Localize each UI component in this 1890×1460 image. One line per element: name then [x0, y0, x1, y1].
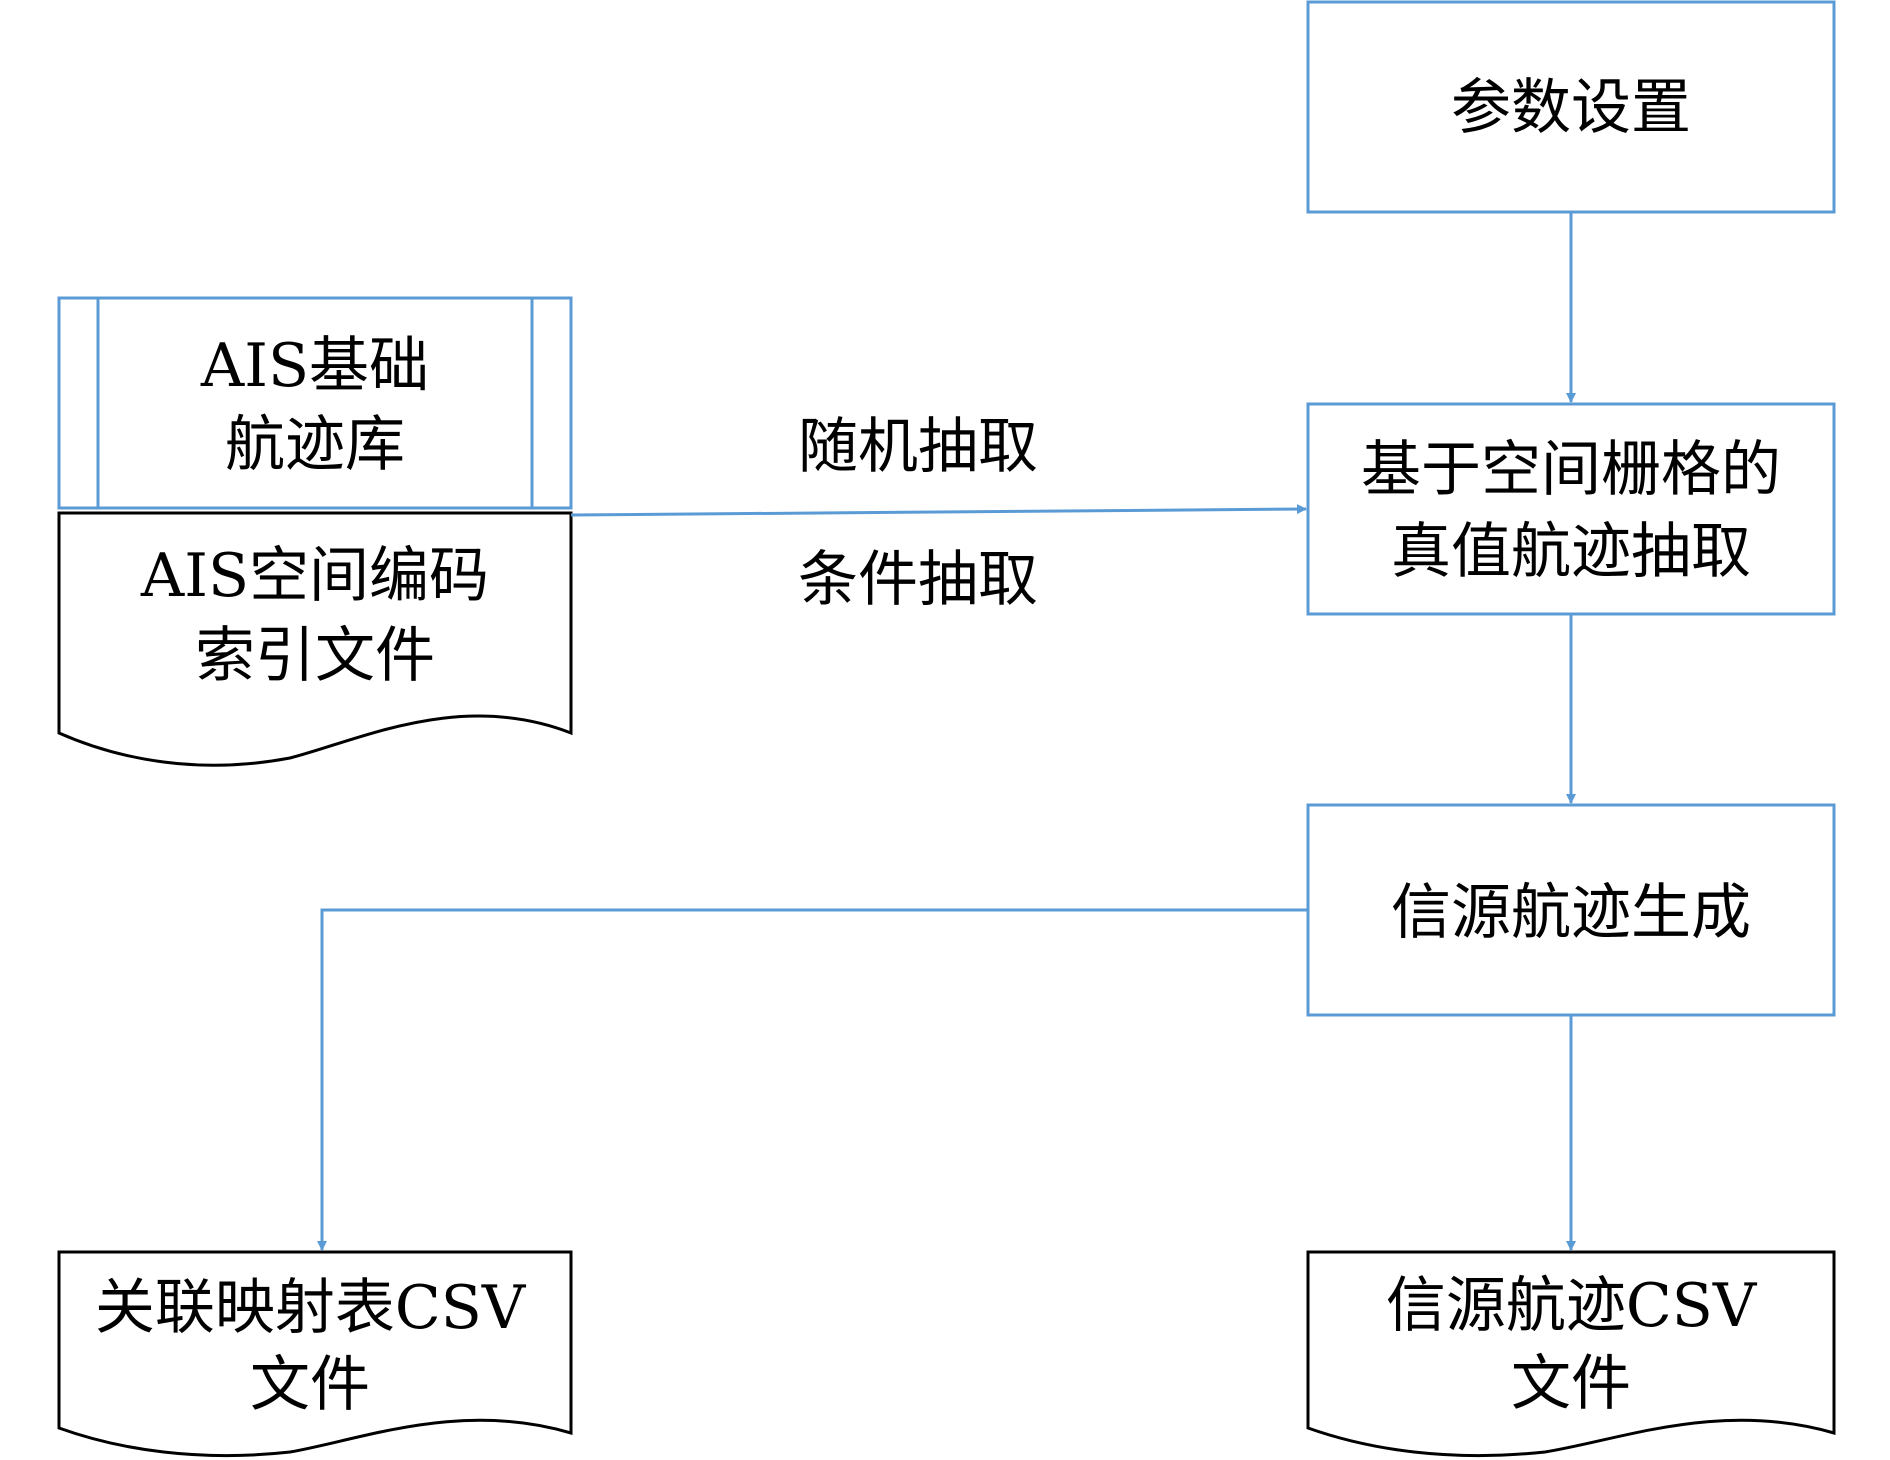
mapping-csv-node: 关联映射表CSV 文件 [57, 1250, 573, 1458]
grid-extraction-label-line1: 基于空间栅格的 [1361, 435, 1781, 505]
param-settings-node: 参数设置 [1306, 0, 1836, 214]
ais-base-db-box [57, 296, 573, 510]
mapping-csv-label-line1: 关联映射表CSV [95, 1273, 527, 1343]
mapping-csv-shape [57, 1250, 573, 1458]
source-csv-shape [1306, 1250, 1836, 1458]
ais-base-db-label-line2: 航迹库 [225, 410, 405, 480]
grid-extraction-box [1306, 402, 1836, 616]
grid-extraction-label-line2: 真值航迹抽取 [1391, 517, 1751, 587]
source-generation-box [1306, 803, 1836, 1017]
ais-index-file-node: AIS空间编码 索引文件 [57, 511, 573, 767]
grid-extraction-node: 基于空间栅格的 真值航迹抽取 [1306, 402, 1836, 616]
arrow-generation-to-mapping-csv [317, 908, 1308, 1251]
source-csv-label-line2: 文件 [1511, 1349, 1631, 1419]
ais-base-db-label-line1: AIS基础 [200, 331, 429, 401]
param-settings-label: 参数设置 [1451, 73, 1691, 143]
arrow-database-to-extraction [570, 504, 1307, 517]
source-generation-node: 信源航迹生成 [1306, 803, 1836, 1017]
ais-index-file-label-line2: 索引文件 [195, 621, 435, 691]
edge-label-condition-extract: 条件抽取 [798, 545, 1038, 615]
source-generation-label: 信源航迹生成 [1391, 878, 1751, 948]
ais-index-file-label-line1: AIS空间编码 [140, 541, 489, 611]
source-csv-node: 信源航迹CSV 文件 [1306, 1250, 1836, 1458]
source-csv-label-line1: 信源航迹CSV [1386, 1271, 1758, 1341]
mapping-csv-label-line2: 文件 [250, 1350, 370, 1420]
edge-label-random-extract: 随机抽取 [798, 412, 1038, 482]
ais-index-file-shape [57, 511, 573, 767]
ais-base-db-node: AIS基础 航迹库 [57, 296, 573, 510]
param-settings-box [1306, 0, 1836, 214]
